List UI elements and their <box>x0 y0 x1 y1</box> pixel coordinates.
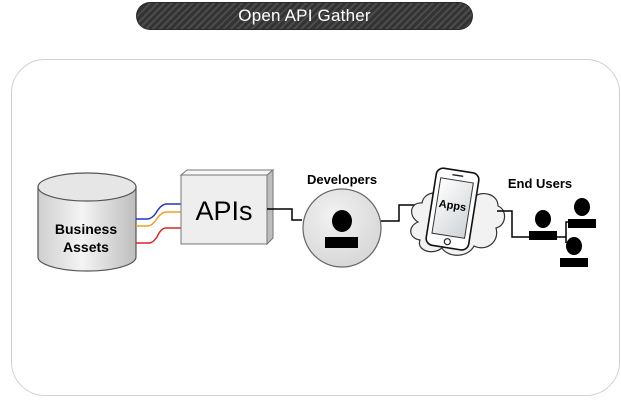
connector-apis-developers <box>267 208 302 221</box>
connector-orange <box>136 211 181 227</box>
title-banner: Open API Gather <box>136 2 473 30</box>
connector-apps-users <box>497 210 530 238</box>
apis-box-icon <box>179 168 275 246</box>
smartphone-icon: Apps <box>425 167 480 251</box>
business-assets-label-line1: Business <box>55 221 117 237</box>
end-user-person-icon <box>568 198 596 228</box>
developers-label: Developers <box>307 172 377 187</box>
apis-label: APIs <box>195 196 252 226</box>
end-users-label: End Users <box>508 176 572 191</box>
diagram-title: Open API Gather <box>238 6 371 25</box>
developer-person-icon <box>325 210 358 248</box>
database-icon <box>37 172 137 272</box>
connector-blue <box>136 203 181 220</box>
apps-label: Apps <box>438 198 467 214</box>
business-assets-label-line2: Assets <box>63 239 109 255</box>
connector-developers-apps <box>381 204 418 222</box>
connector-red <box>136 227 181 244</box>
end-user-person-icon <box>529 210 557 240</box>
end-user-person-icon <box>560 237 588 267</box>
user-group-icon <box>529 198 596 267</box>
